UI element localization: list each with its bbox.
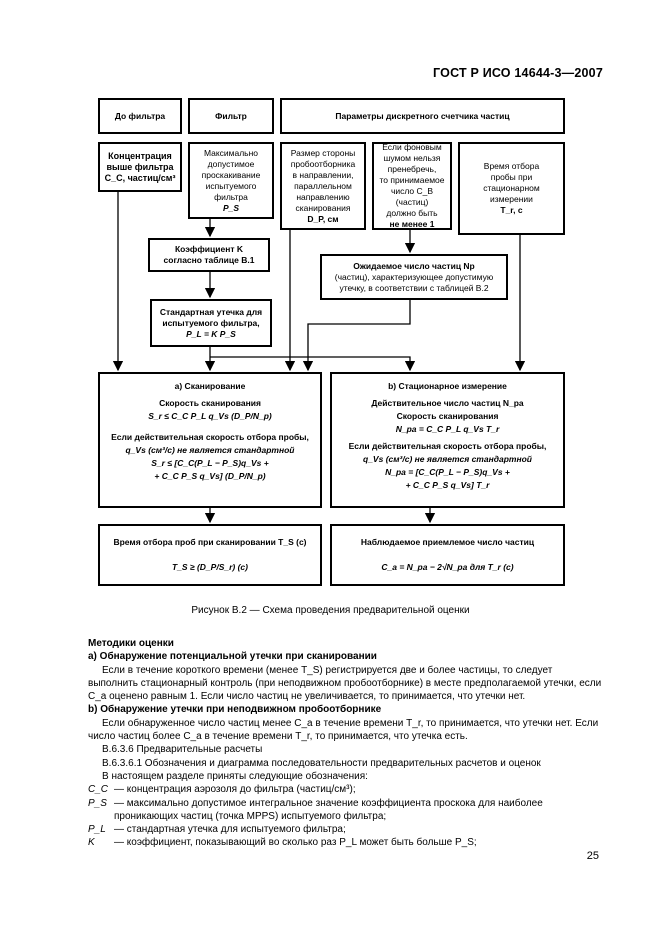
subsection-b6361: В.6.3.6.1 Обозначения и диаграмма послед… — [102, 757, 541, 769]
document-id: ГОСТ Р ИСО 14644-3—2007 — [433, 66, 603, 80]
box-probe-size: Размер стороны пробоотборника в направле… — [280, 142, 366, 230]
box-scanning: a) Сканирование Скорость сканирования S_… — [98, 372, 322, 508]
box-expected-count: Ожидаемое число частиц Np (частиц), хара… — [320, 254, 508, 300]
methods-title: Методики оценки — [88, 638, 174, 649]
definition-item: C_C— концентрация аэрозоля до фильтра (ч… — [88, 784, 356, 796]
section-a-title: а) Обнаружение потенциальной утечки при … — [88, 651, 377, 663]
label-before-filter: До фильтра — [98, 98, 182, 134]
figure-caption: Рисунок В.2 — Схема проведения предварит… — [191, 605, 470, 616]
section-a-text: Если в течение короткого времени (менее … — [88, 664, 602, 703]
label-counter-params: Параметры дискретного счетчика частиц — [280, 98, 565, 134]
page-number: 25 — [586, 850, 599, 862]
box-max-penetration: Максимально допустимое проскакивание исп… — [188, 142, 274, 219]
definition-item: K— коэффициент, показывающий во сколько … — [88, 837, 477, 849]
definition-item: P_S— максимально допустимое интегральное… — [88, 797, 543, 822]
body-text: Методики оценки а) Обнаружение потенциал… — [88, 637, 604, 850]
box-observed-count: Наблюдаемое приемлемое число частиц C_a … — [330, 524, 565, 586]
box-stationary: b) Стационарное измерение Действительное… — [330, 372, 565, 508]
subsection-b636: В.6.3.6 Предварительные расчеты — [102, 744, 263, 756]
box-background-noise: Если фоновым шумом нельзя пренебречь, то… — [372, 142, 452, 230]
label-filter: Фильтр — [188, 98, 274, 134]
section-b-text: Если обнаруженное число частиц менее C_a… — [88, 717, 599, 743]
box-standard-leak: Стандартная утечка для испытуемого фильт… — [150, 299, 272, 347]
box-concentration: Концентрация выше фильтра C_C, частиц/см… — [98, 142, 182, 192]
box-sampling-time: Время отбора проб при сканировании T_S (… — [98, 524, 322, 586]
definition-item: P_L— стандартная утечка для испытуемого … — [88, 824, 346, 836]
section-b-title: b) Обнаружение утечки при неподвижном пр… — [88, 704, 382, 716]
notation-intro: В настоящем разделе приняты следующие об… — [102, 770, 368, 782]
box-sample-time: Время отбора пробы при стационарном изме… — [458, 142, 565, 235]
